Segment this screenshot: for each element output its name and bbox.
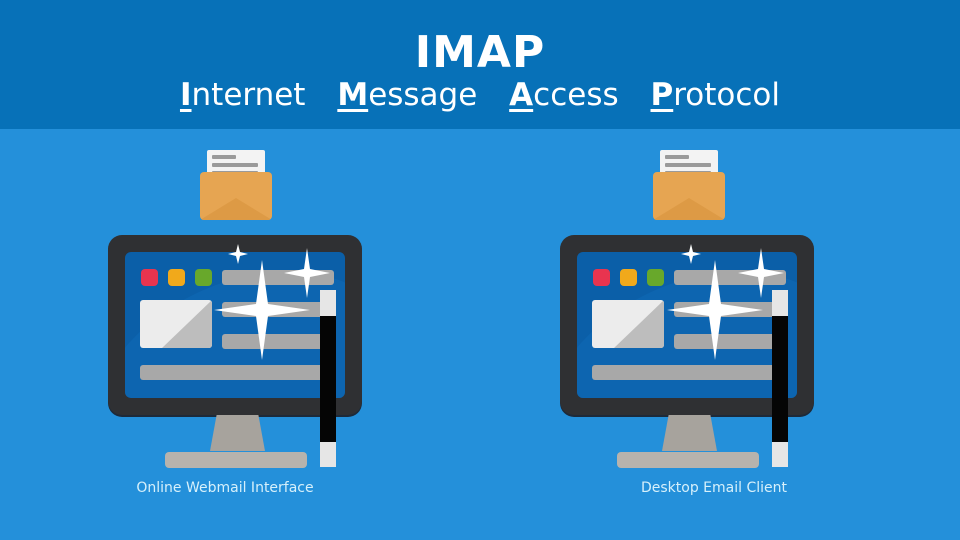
subtitle-word-access: Access (509, 77, 619, 113)
magic-wand-icon (320, 290, 336, 467)
webmail-panel: Online Webmail Interface (100, 0, 400, 540)
envelope-icon (200, 150, 272, 220)
monitor-stand-base (165, 452, 307, 468)
sparkle-icon (738, 248, 784, 298)
panel-caption: Desktop Email Client (640, 480, 787, 496)
subtitle-word-protocol: Protocol (650, 77, 781, 113)
envelope-icon (653, 150, 725, 220)
content-bar (140, 365, 334, 380)
window-dot-red (593, 269, 610, 286)
page-title: IMAP (414, 27, 546, 78)
magic-wand-icon (772, 290, 788, 467)
sparkle-icon (228, 244, 248, 264)
window-dot-red (141, 269, 158, 286)
subtitle-word-internet: Internet (179, 77, 306, 113)
monitor-stand-base (617, 452, 759, 468)
content-bar (674, 334, 786, 349)
sparkle-icon (214, 260, 310, 360)
monitor-icon (108, 235, 362, 468)
envelope-body (200, 172, 272, 220)
content-bar (592, 365, 786, 380)
monitor-stand-neck (210, 415, 265, 451)
image-placeholder (140, 300, 212, 348)
image-placeholder (592, 300, 664, 348)
monitor-stand-neck (662, 415, 717, 451)
sparkle-icon (284, 248, 330, 298)
panel-caption: Online Webmail Interface (136, 480, 314, 496)
sparkle-icon (681, 244, 701, 264)
page-subtitle: Internet Message Access Protocol (0, 76, 960, 114)
desktop-client-panel: Desktop Email Client (552, 0, 852, 540)
window-dot-yellow (168, 269, 185, 286)
window-dot-yellow (620, 269, 637, 286)
monitor-icon (560, 235, 814, 468)
content-bar (222, 334, 334, 349)
envelope-body (653, 172, 725, 220)
window-dot-green (195, 269, 212, 286)
subtitle-word-message: Message (337, 77, 478, 113)
sparkle-icon (667, 260, 763, 360)
header-banner: IMAP Internet Message Access Protocol (0, 0, 960, 129)
monitor-frame (108, 235, 362, 415)
monitor-frame (560, 235, 814, 415)
window-dot-green (647, 269, 664, 286)
